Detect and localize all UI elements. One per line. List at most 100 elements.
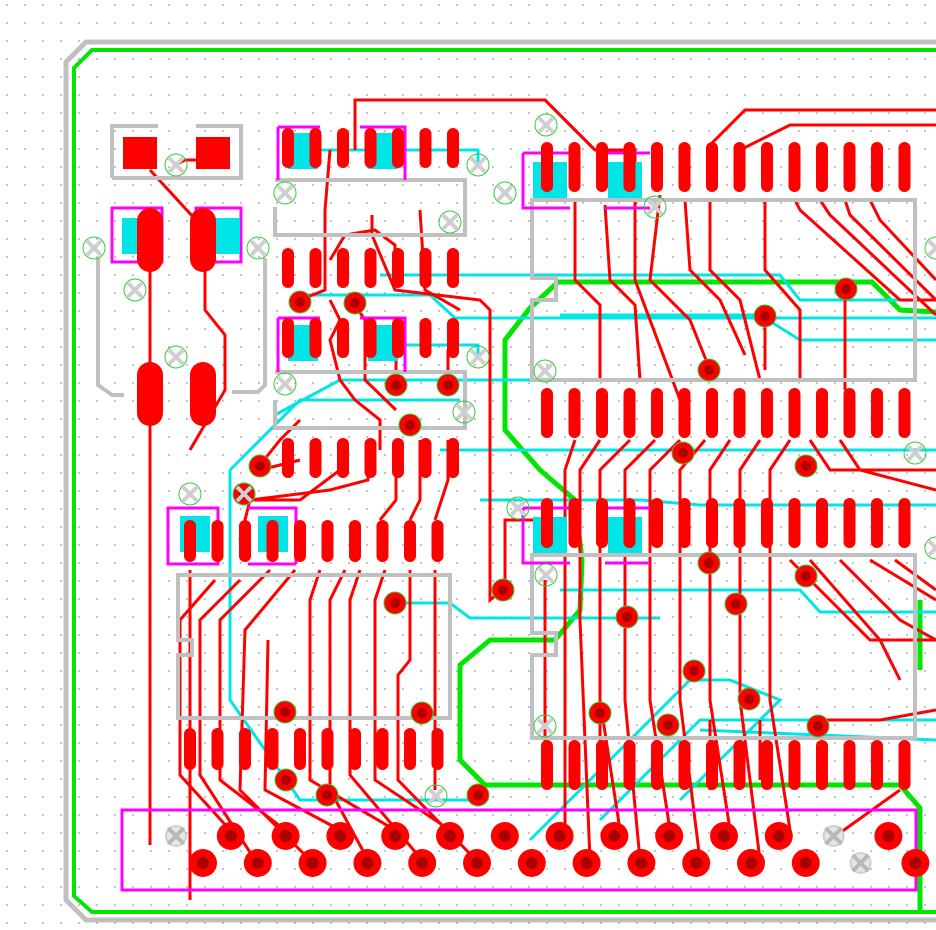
- through-hole-pad-icon[interactable]: [627, 849, 656, 877]
- smd-pad[interactable]: [419, 438, 432, 478]
- smd-pad[interactable]: [419, 128, 432, 168]
- smd-pad[interactable]: [843, 142, 856, 192]
- via-icon[interactable]: [383, 591, 407, 615]
- via-icon[interactable]: [398, 413, 422, 437]
- through-hole-pad-icon[interactable]: [243, 849, 272, 877]
- smd-pad[interactable]: [843, 388, 856, 438]
- smd-pad[interactable]: [404, 520, 416, 562]
- through-hole-pad-icon[interactable]: [901, 849, 930, 877]
- x-marker-icon[interactable]: [438, 210, 462, 234]
- smd-pad[interactable]: [431, 728, 444, 770]
- smd-pad[interactable]: [282, 128, 294, 168]
- smd-pad[interactable]: [184, 520, 196, 562]
- through-hole-pad-icon[interactable]: [545, 822, 574, 850]
- smd-pad[interactable]: [309, 248, 322, 288]
- smd-pad[interactable]: [678, 142, 691, 192]
- through-hole-pad-icon[interactable]: [326, 822, 355, 850]
- via-icon[interactable]: [384, 373, 408, 397]
- smd-pad[interactable]: [294, 728, 306, 770]
- smd-pad[interactable]: [239, 728, 251, 770]
- smd-pad[interactable]: [816, 388, 828, 438]
- smd-pad[interactable]: [816, 498, 828, 548]
- smd-pad[interactable]: [623, 142, 636, 192]
- x-marker-icon[interactable]: [643, 195, 667, 219]
- smd-pad[interactable]: [898, 388, 911, 438]
- x-marker-icon[interactable]: [452, 400, 476, 424]
- smd-pad[interactable]: [623, 388, 636, 438]
- smd-pad[interactable]: [623, 740, 636, 790]
- via-icon[interactable]: [794, 564, 818, 588]
- through-hole-pad-icon[interactable]: [682, 849, 711, 877]
- x-marker-icon[interactable]: [82, 236, 106, 260]
- smd-pad[interactable]: [788, 388, 801, 438]
- through-hole-pad-icon[interactable]: [463, 849, 491, 877]
- smd-pad[interactable]: [321, 728, 334, 770]
- via-icon[interactable]: [737, 687, 761, 711]
- smd-pad[interactable]: [447, 318, 459, 358]
- via-icon[interactable]: [682, 659, 706, 683]
- via-icon[interactable]: [656, 713, 680, 737]
- smd-pad[interactable]: [871, 740, 883, 790]
- smd-pad[interactable]: [761, 498, 773, 548]
- via-icon[interactable]: [288, 290, 312, 314]
- smd-pad[interactable]: [337, 128, 349, 168]
- smd-pad[interactable]: [266, 520, 279, 562]
- through-hole-pad-icon[interactable]: [655, 822, 684, 850]
- smd-pad[interactable]: [266, 728, 279, 770]
- smd-pad[interactable]: [364, 438, 377, 478]
- x-marker-icon[interactable]: [849, 852, 872, 874]
- smd-pad[interactable]: [733, 142, 746, 192]
- smd-pad[interactable]: [898, 498, 911, 548]
- x-marker-icon[interactable]: [232, 482, 256, 506]
- through-hole-pad-icon[interactable]: [600, 822, 629, 850]
- smd-pad[interactable]: [871, 142, 883, 192]
- smd-pad[interactable]: [447, 438, 459, 478]
- via-icon[interactable]: [697, 551, 721, 575]
- x-marker-icon[interactable]: [164, 345, 188, 369]
- x-marker-icon[interactable]: [903, 441, 927, 465]
- x-marker-icon[interactable]: [533, 714, 557, 738]
- smd-pad[interactable]: [871, 388, 883, 438]
- smd-pad[interactable]: [678, 740, 691, 790]
- x-marker-icon[interactable]: [924, 236, 936, 260]
- smd-pad[interactable]: [309, 318, 322, 358]
- x-marker-icon[interactable]: [924, 536, 936, 560]
- smd-pad[interactable]: [337, 438, 349, 478]
- smd-pad[interactable]: [364, 248, 377, 288]
- x-marker-icon[interactable]: [466, 345, 490, 369]
- through-hole-pad-icon[interactable]: [737, 849, 765, 877]
- via-icon[interactable]: [588, 701, 612, 725]
- smd-pad[interactable]: [392, 128, 404, 168]
- x-marker-icon[interactable]: [533, 359, 557, 383]
- via-icon[interactable]: [274, 768, 298, 792]
- smd-pad[interactable]: [321, 520, 334, 562]
- smd-pad[interactable]: [761, 388, 773, 438]
- smd-pad[interactable]: [706, 388, 718, 438]
- smd-pad[interactable]: [871, 498, 883, 548]
- smd-pad[interactable]: [596, 142, 608, 192]
- smd-pad[interactable]: [309, 438, 322, 478]
- smd-pad[interactable]: [568, 142, 581, 192]
- smd-pad[interactable]: [788, 740, 801, 790]
- smd-pad[interactable]: [447, 128, 459, 168]
- through-hole-pad-icon[interactable]: [298, 849, 327, 877]
- smd-pad[interactable]: [419, 318, 432, 358]
- smd-pad[interactable]: [364, 318, 377, 358]
- x-marker-icon[interactable]: [273, 372, 297, 396]
- via-icon[interactable]: [491, 578, 515, 602]
- x-marker-icon[interactable]: [273, 181, 297, 205]
- smd-pad[interactable]: [541, 388, 553, 438]
- x-marker-icon[interactable]: [534, 113, 558, 137]
- smd-pad[interactable]: [733, 498, 746, 548]
- via-icon[interactable]: [248, 454, 272, 478]
- smd-pad[interactable]: [376, 520, 389, 562]
- smd-pad[interactable]: [568, 740, 581, 790]
- smd-pad[interactable]: [706, 498, 718, 548]
- smd-pad[interactable]: [898, 740, 911, 790]
- through-hole-pad-icon[interactable]: [517, 849, 546, 877]
- through-hole-pad-icon[interactable]: [216, 822, 245, 850]
- smd-pad[interactable]: [294, 520, 306, 562]
- smd-pad[interactable]: [541, 740, 553, 790]
- smd-pad[interactable]: [364, 128, 377, 168]
